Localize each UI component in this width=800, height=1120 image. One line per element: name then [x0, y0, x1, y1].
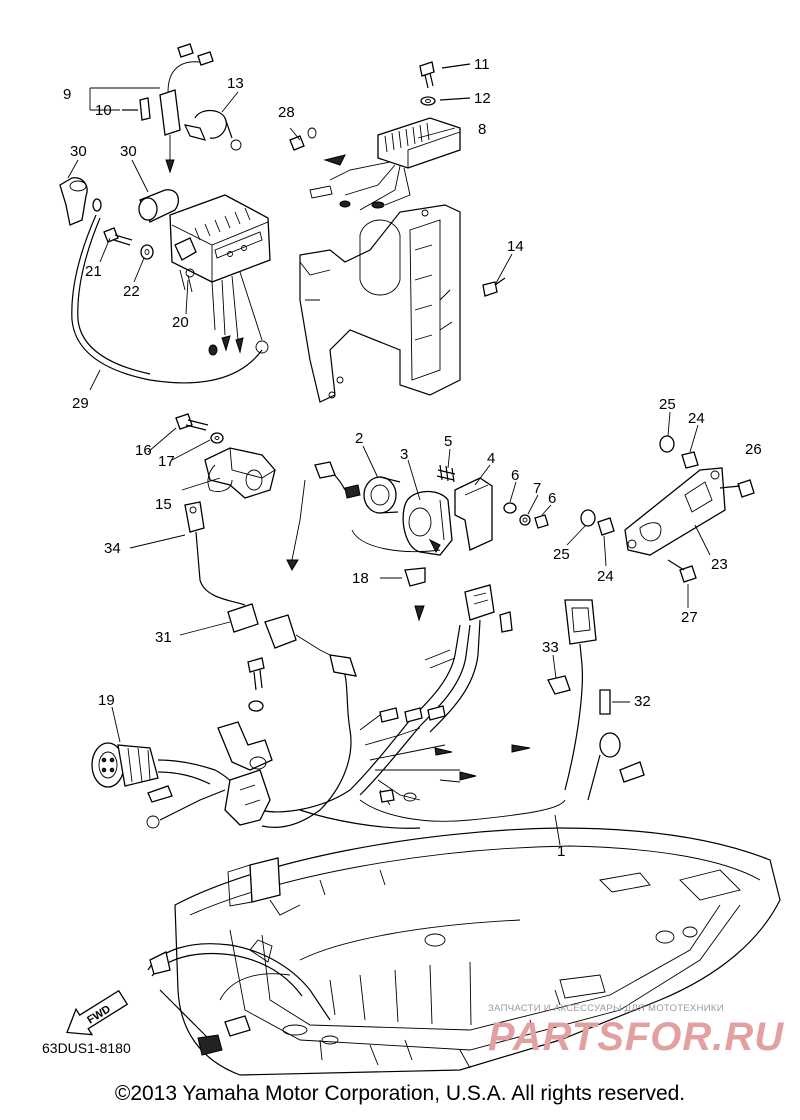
callout-13: 13: [227, 75, 244, 92]
connector-28: [289, 127, 317, 151]
bolt-16: [175, 413, 209, 431]
sleeve-32: [599, 689, 611, 715]
callout-30b: 30: [120, 143, 137, 160]
callout-22: 22: [123, 283, 140, 300]
connector-31: [227, 603, 341, 661]
callout-34: 34: [104, 540, 121, 557]
callout-16: 16: [135, 442, 152, 459]
solenoid-2: [286, 461, 401, 572]
callout-6a: 6: [511, 467, 519, 484]
callout-19: 19: [98, 692, 115, 709]
rectifier-regulator: [309, 117, 461, 211]
callout-15: 15: [155, 496, 172, 513]
diagram-code: 63DUS1-8180: [42, 1040, 131, 1056]
clip-13: [183, 109, 242, 151]
grommet-25-top: [659, 435, 675, 453]
lead-29: [71, 214, 263, 384]
callout-12: 12: [474, 90, 491, 107]
callout-33: 33: [542, 639, 559, 656]
callout-27: 27: [681, 609, 698, 626]
callout-18: 18: [352, 570, 369, 587]
callout-23: 23: [711, 556, 728, 573]
collar-24-top: [681, 451, 699, 469]
callout-10: 10: [95, 102, 112, 119]
fwd-arrow: FWD: [66, 989, 129, 1036]
cap-18: [404, 567, 426, 622]
copyright-text: ©2013 Yamaha Motor Corporation, U.S.A. A…: [114, 1082, 686, 1105]
mounting-bracket: [217, 657, 281, 907]
wire-harness-1: [259, 584, 566, 829]
callout-11: 11: [474, 56, 490, 73]
clamp-15: [204, 447, 276, 499]
connector-33: [547, 599, 597, 791]
watermark-logo: PARTSFOR.RU: [488, 1015, 785, 1059]
callout-4: 4: [487, 450, 495, 467]
callout-5: 5: [444, 433, 452, 450]
cap-30-left: [59, 177, 102, 226]
callout-32: 32: [634, 693, 651, 710]
callout-8: 8: [478, 121, 486, 138]
callout-14: 14: [507, 238, 524, 255]
washer-17: [210, 432, 224, 444]
grommet-25-bottom: [580, 509, 596, 527]
washer-7: [519, 514, 531, 526]
bolt-5: [436, 464, 456, 483]
callout-29: 29: [72, 395, 89, 412]
watermark-tagline: ЗАПЧАСТИ И АКСЕССУАРЫ ДЛЯ МОТОТЕХНИКИ: [488, 1003, 724, 1014]
callout-21: 21: [85, 263, 102, 280]
bolt-11: [419, 61, 471, 89]
nut-6: [503, 502, 549, 529]
callout-17: 17: [158, 453, 175, 470]
bracket-4: [454, 477, 493, 551]
plate-23: [624, 467, 726, 556]
collar-24-bottom: [597, 517, 615, 536]
callout-2: 2: [355, 430, 363, 447]
callout-3: 3: [400, 446, 408, 463]
callout-30a: 30: [70, 143, 87, 160]
terminal-34: [184, 501, 246, 606]
callout-20: 20: [172, 314, 189, 331]
screw-14: [482, 277, 506, 297]
cable-end-right: [587, 732, 645, 801]
callout-25b: 25: [553, 546, 570, 563]
leader-lines: [67, 87, 711, 846]
callout-labels: 1 2 3 4 5 6 6 7 8 9 10 11 12 13 14 15 16…: [63, 56, 762, 860]
bolt-26: [719, 479, 755, 498]
fuse-10: [122, 97, 151, 121]
battery-leads: [147, 943, 331, 1056]
bolt-27: [667, 559, 697, 583]
holder-3: [402, 490, 453, 556]
callout-6b: 6: [548, 490, 556, 507]
callout-26: 26: [745, 441, 762, 458]
callout-9: 9: [63, 86, 71, 103]
coil-lead: [351, 529, 441, 552]
connector-19: [91, 742, 251, 829]
cap-30-right: [138, 189, 179, 223]
bolt-21: [103, 227, 133, 246]
washer-22: [140, 244, 154, 260]
washer-12: [420, 96, 471, 106]
callout-31: 31: [155, 629, 172, 646]
callout-7: 7: [533, 480, 541, 497]
callout-25a: 25: [659, 396, 676, 413]
callout-24b: 24: [597, 568, 614, 585]
electrical-bracket: [299, 204, 461, 403]
callout-24a: 24: [688, 410, 705, 427]
fuse-holder-9: [159, 43, 214, 174]
cdi-unit: [169, 194, 271, 356]
callout-28: 28: [278, 104, 295, 121]
callout-1: 1: [557, 843, 565, 860]
